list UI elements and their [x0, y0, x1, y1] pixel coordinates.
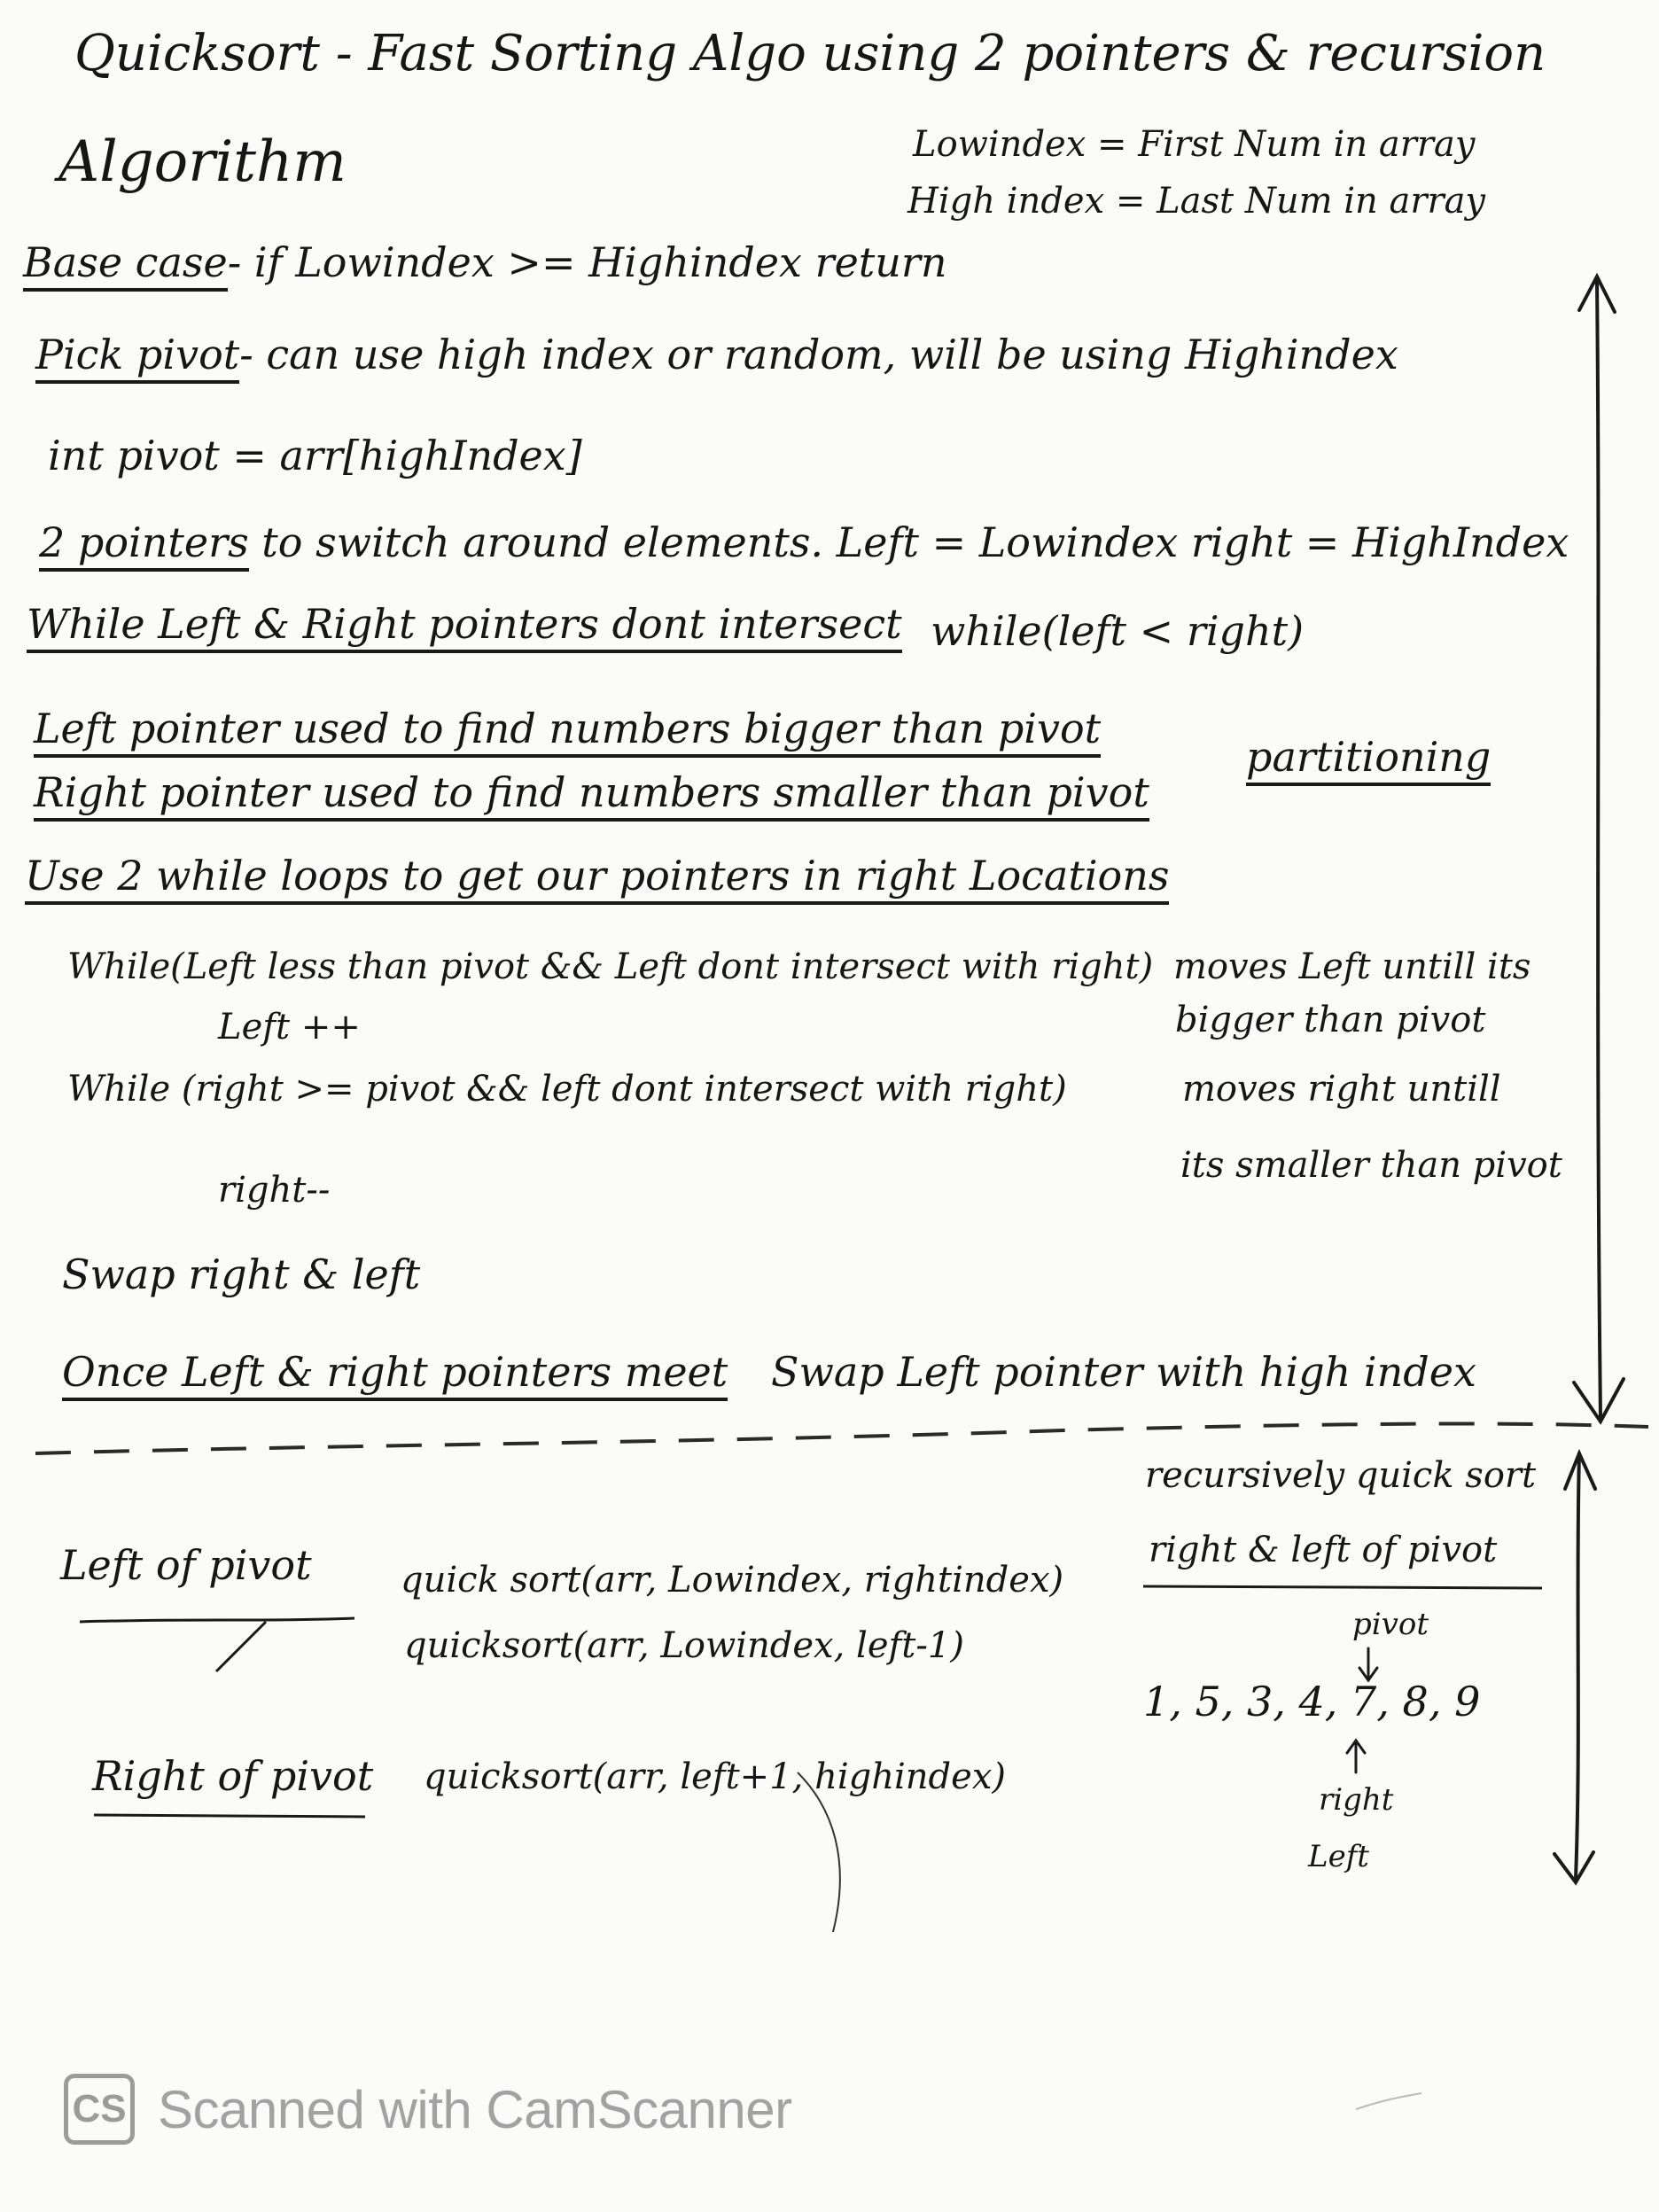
left-of-pivot-underline	[79, 1616, 355, 1624]
recursion-header-underline	[1142, 1585, 1543, 1590]
example-pivot-label: pivot	[1352, 1607, 1429, 1642]
base-case-label: Base case	[23, 238, 228, 292]
pick-pivot-label: Pick pivot	[35, 331, 240, 384]
left-of-pivot-label: Left of pivot	[60, 1541, 312, 1589]
camscanner-text: Scanned with CamScanner	[158, 2079, 792, 2139]
right-of-pivot-underline	[93, 1813, 366, 1819]
right-of-pivot-label: Right of pivot	[92, 1752, 374, 1800]
use-loops-line: Use 2 while loops to get our pointers in…	[25, 851, 1170, 905]
camscanner-watermark: CS Scanned with CamScanner	[64, 2074, 792, 2145]
left-of-pivot-slash	[214, 1620, 268, 1673]
definition-highindex: High index = Last Num in array	[907, 181, 1486, 222]
swap-text: Swap right & left	[62, 1250, 421, 1298]
example-right-label: right	[1319, 1782, 1394, 1818]
loop2-body: right--	[218, 1170, 331, 1211]
lower-bracket-arrow	[1553, 1448, 1597, 1886]
camscanner-logo: CS	[64, 2074, 135, 2145]
example-array: 1, 5, 3, 4, 7, 8, 9	[1143, 1678, 1481, 1725]
section-separator	[35, 1421, 1649, 1455]
recursion-header-b: right & left of pivot	[1149, 1530, 1498, 1570]
loop2-note-b: its smaller than pivot	[1180, 1145, 1562, 1186]
example-left-label: Left	[1308, 1839, 1369, 1874]
while-code: while(left < right)	[931, 607, 1305, 655]
left-call: quicksort(arr, Lowindex, left-1)	[404, 1625, 964, 1666]
left-pointer-line: Left pointer used to find numbers bigger…	[34, 704, 1102, 758]
two-pointers-label: 2 pointers	[39, 518, 249, 572]
while-label: While Left & Right pointers dont interse…	[27, 600, 902, 653]
loop2-note-a: moves right untill	[1182, 1069, 1501, 1110]
recursion-header-a: recursively quick sort	[1145, 1455, 1537, 1496]
right-pointer-line: Right pointer used to find numbers small…	[34, 767, 1149, 822]
upper-bracket-arrow	[1572, 272, 1625, 1425]
two-pointers-line: 2 pointers to switch around elements. Le…	[39, 518, 1569, 572]
right-pointer-text: Right pointer used to find numbers small…	[34, 768, 1149, 822]
use-loops-text: Use 2 while loops to get our pointers in…	[25, 852, 1170, 905]
loop2-code: While (right >= pivot && left dont inter…	[67, 1069, 1067, 1110]
example-pivot-arrow	[1358, 1647, 1379, 1683]
page-title: Quicksort - Fast Sorting Algo using 2 po…	[74, 25, 1546, 82]
right-call: quicksort(arr, left+1, highindex)	[424, 1756, 1006, 1797]
definition-lowindex: Lowindex = First Num in array	[913, 124, 1476, 165]
loop1-note-b: bigger than pivot	[1175, 1000, 1486, 1040]
once-line: Once Left & right pointers meet	[62, 1347, 728, 1401]
base-case-text: - if Lowindex >= Highindex return	[227, 238, 947, 286]
scratch-mark	[1355, 2092, 1422, 2110]
once-text: Swap Left pointer with high index	[771, 1348, 1476, 1396]
two-pointers-text: to switch around elements. Left = Lowind…	[261, 518, 1569, 566]
loop1-body: Left ++	[218, 1007, 361, 1048]
curved-pen-stroke	[797, 1772, 841, 1933]
base-case-line: Base case- if Lowindex >= Highindex retu…	[23, 238, 947, 292]
loop1-note-a: moves Left untill its	[1173, 946, 1531, 987]
pivot-code: int pivot = arr[highIndex]	[48, 432, 582, 479]
while-line: While Left & Right pointers dont interse…	[27, 599, 902, 653]
algorithm-heading: Algorithm	[58, 129, 347, 195]
once-label: Once Left & right pointers meet	[62, 1348, 728, 1401]
pick-pivot-text: - can use high index or random, will be …	[239, 331, 1398, 378]
pick-pivot-line: Pick pivot- can use high index or random…	[35, 330, 1398, 384]
left-struck-call: quick sort(arr, Lowindex, rightindex)	[401, 1560, 1064, 1601]
example-pointer-arrow	[1345, 1738, 1367, 1774]
partitioning-line: partitioning	[1246, 732, 1492, 786]
loop1-code: While(Left less than pivot && Left dont …	[67, 946, 1154, 987]
left-pointer-text: Left pointer used to find numbers bigger…	[34, 705, 1102, 758]
partitioning-label: partitioning	[1246, 733, 1492, 786]
